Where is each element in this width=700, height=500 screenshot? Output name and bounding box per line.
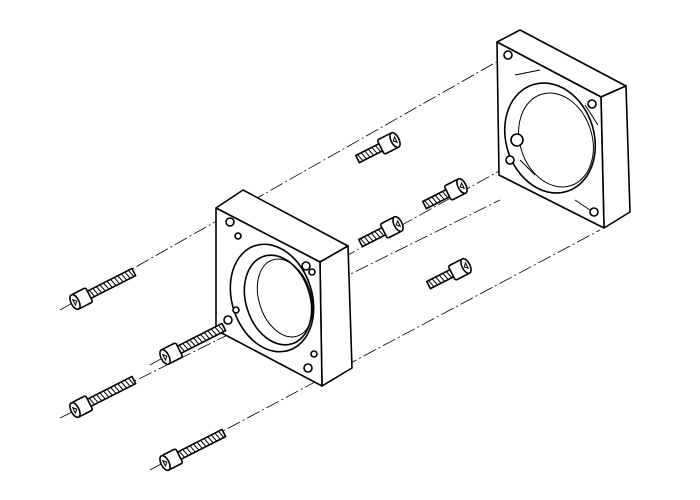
center-line	[149, 229, 601, 471]
screws	[69, 131, 472, 472]
socket-head-screw	[354, 131, 401, 164]
socket-head-screw	[159, 322, 227, 366]
socket-head-screw	[69, 267, 137, 311]
motor-cover	[496, 29, 631, 229]
socket-head-screw	[421, 177, 468, 210]
socket-head-screw	[357, 215, 404, 248]
center-line	[59, 59, 501, 311]
socket-head-screw	[159, 428, 227, 472]
socket-head-screw	[425, 257, 472, 290]
flange-plate	[215, 189, 353, 387]
socket-head-screw	[69, 375, 137, 419]
